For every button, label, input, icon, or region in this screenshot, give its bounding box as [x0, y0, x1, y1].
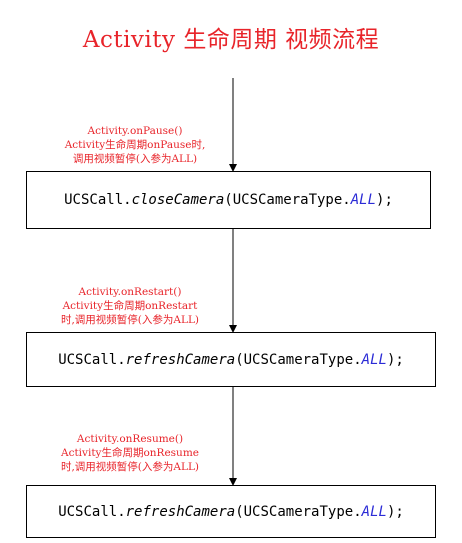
step-1-note: Activity.onPause() Activity生命周期onPause时,…	[40, 124, 230, 166]
step-3-arg: ALL	[361, 503, 387, 520]
step-2-note: Activity.onRestart() Activity生命周期onResta…	[30, 285, 230, 327]
step-1-code-box: UCSCall.closeCamera(UCSCameraType.ALL);	[26, 171, 431, 229]
step-1-note-line-2: Activity生命周期onPause时,	[64, 139, 206, 151]
step-3-note-line-1: Activity.onResume()	[76, 433, 184, 445]
step-1-arg-open: (UCSCameraType.	[224, 192, 351, 208]
step-1-note-line-1: Activity.onPause()	[87, 125, 183, 137]
step-3-method: refreshCamera	[125, 503, 236, 520]
step-2-note-line-2: Activity生命周期onRestart	[62, 300, 198, 312]
step-2-note-line-1: Activity.onRestart()	[78, 286, 182, 298]
step-3-end: );	[386, 503, 404, 520]
step-2-end: );	[386, 351, 404, 368]
step-3-code-box: UCSCall.refreshCamera(UCSCameraType.ALL)…	[26, 485, 436, 538]
step-3-note: Activity.onResume() Activity生命周期onResume…	[30, 432, 230, 474]
step-3-note-line-3: 时,调用视频暂停(入参为ALL)	[60, 461, 200, 473]
step-1-method: closeCamera	[131, 192, 225, 208]
step-3-class: UCSCall.	[58, 503, 126, 520]
step-1-end: );	[376, 192, 393, 208]
step-1-arg: ALL	[350, 192, 377, 208]
step-3-note-line-2: Activity生命周期onResume	[60, 447, 199, 459]
step-3-arg-open: (UCSCameraType.	[235, 503, 362, 520]
step-1-note-line-3: 调用视频暂停(入参为ALL)	[72, 153, 198, 165]
step-2-note-line-3: 时,调用视频暂停(入参为ALL)	[60, 314, 200, 326]
step-1-class: UCSCall.	[64, 192, 132, 208]
step-2-arg-open: (UCSCameraType.	[235, 351, 362, 368]
step-2-code-box: UCSCall.refreshCamera(UCSCameraType.ALL)…	[26, 332, 436, 387]
step-2-method: refreshCamera	[125, 351, 236, 368]
step-2-arg: ALL	[361, 351, 387, 368]
diagram-title: Activity 生命周期 视频流程	[82, 27, 380, 53]
step-2-class: UCSCall.	[58, 351, 126, 368]
